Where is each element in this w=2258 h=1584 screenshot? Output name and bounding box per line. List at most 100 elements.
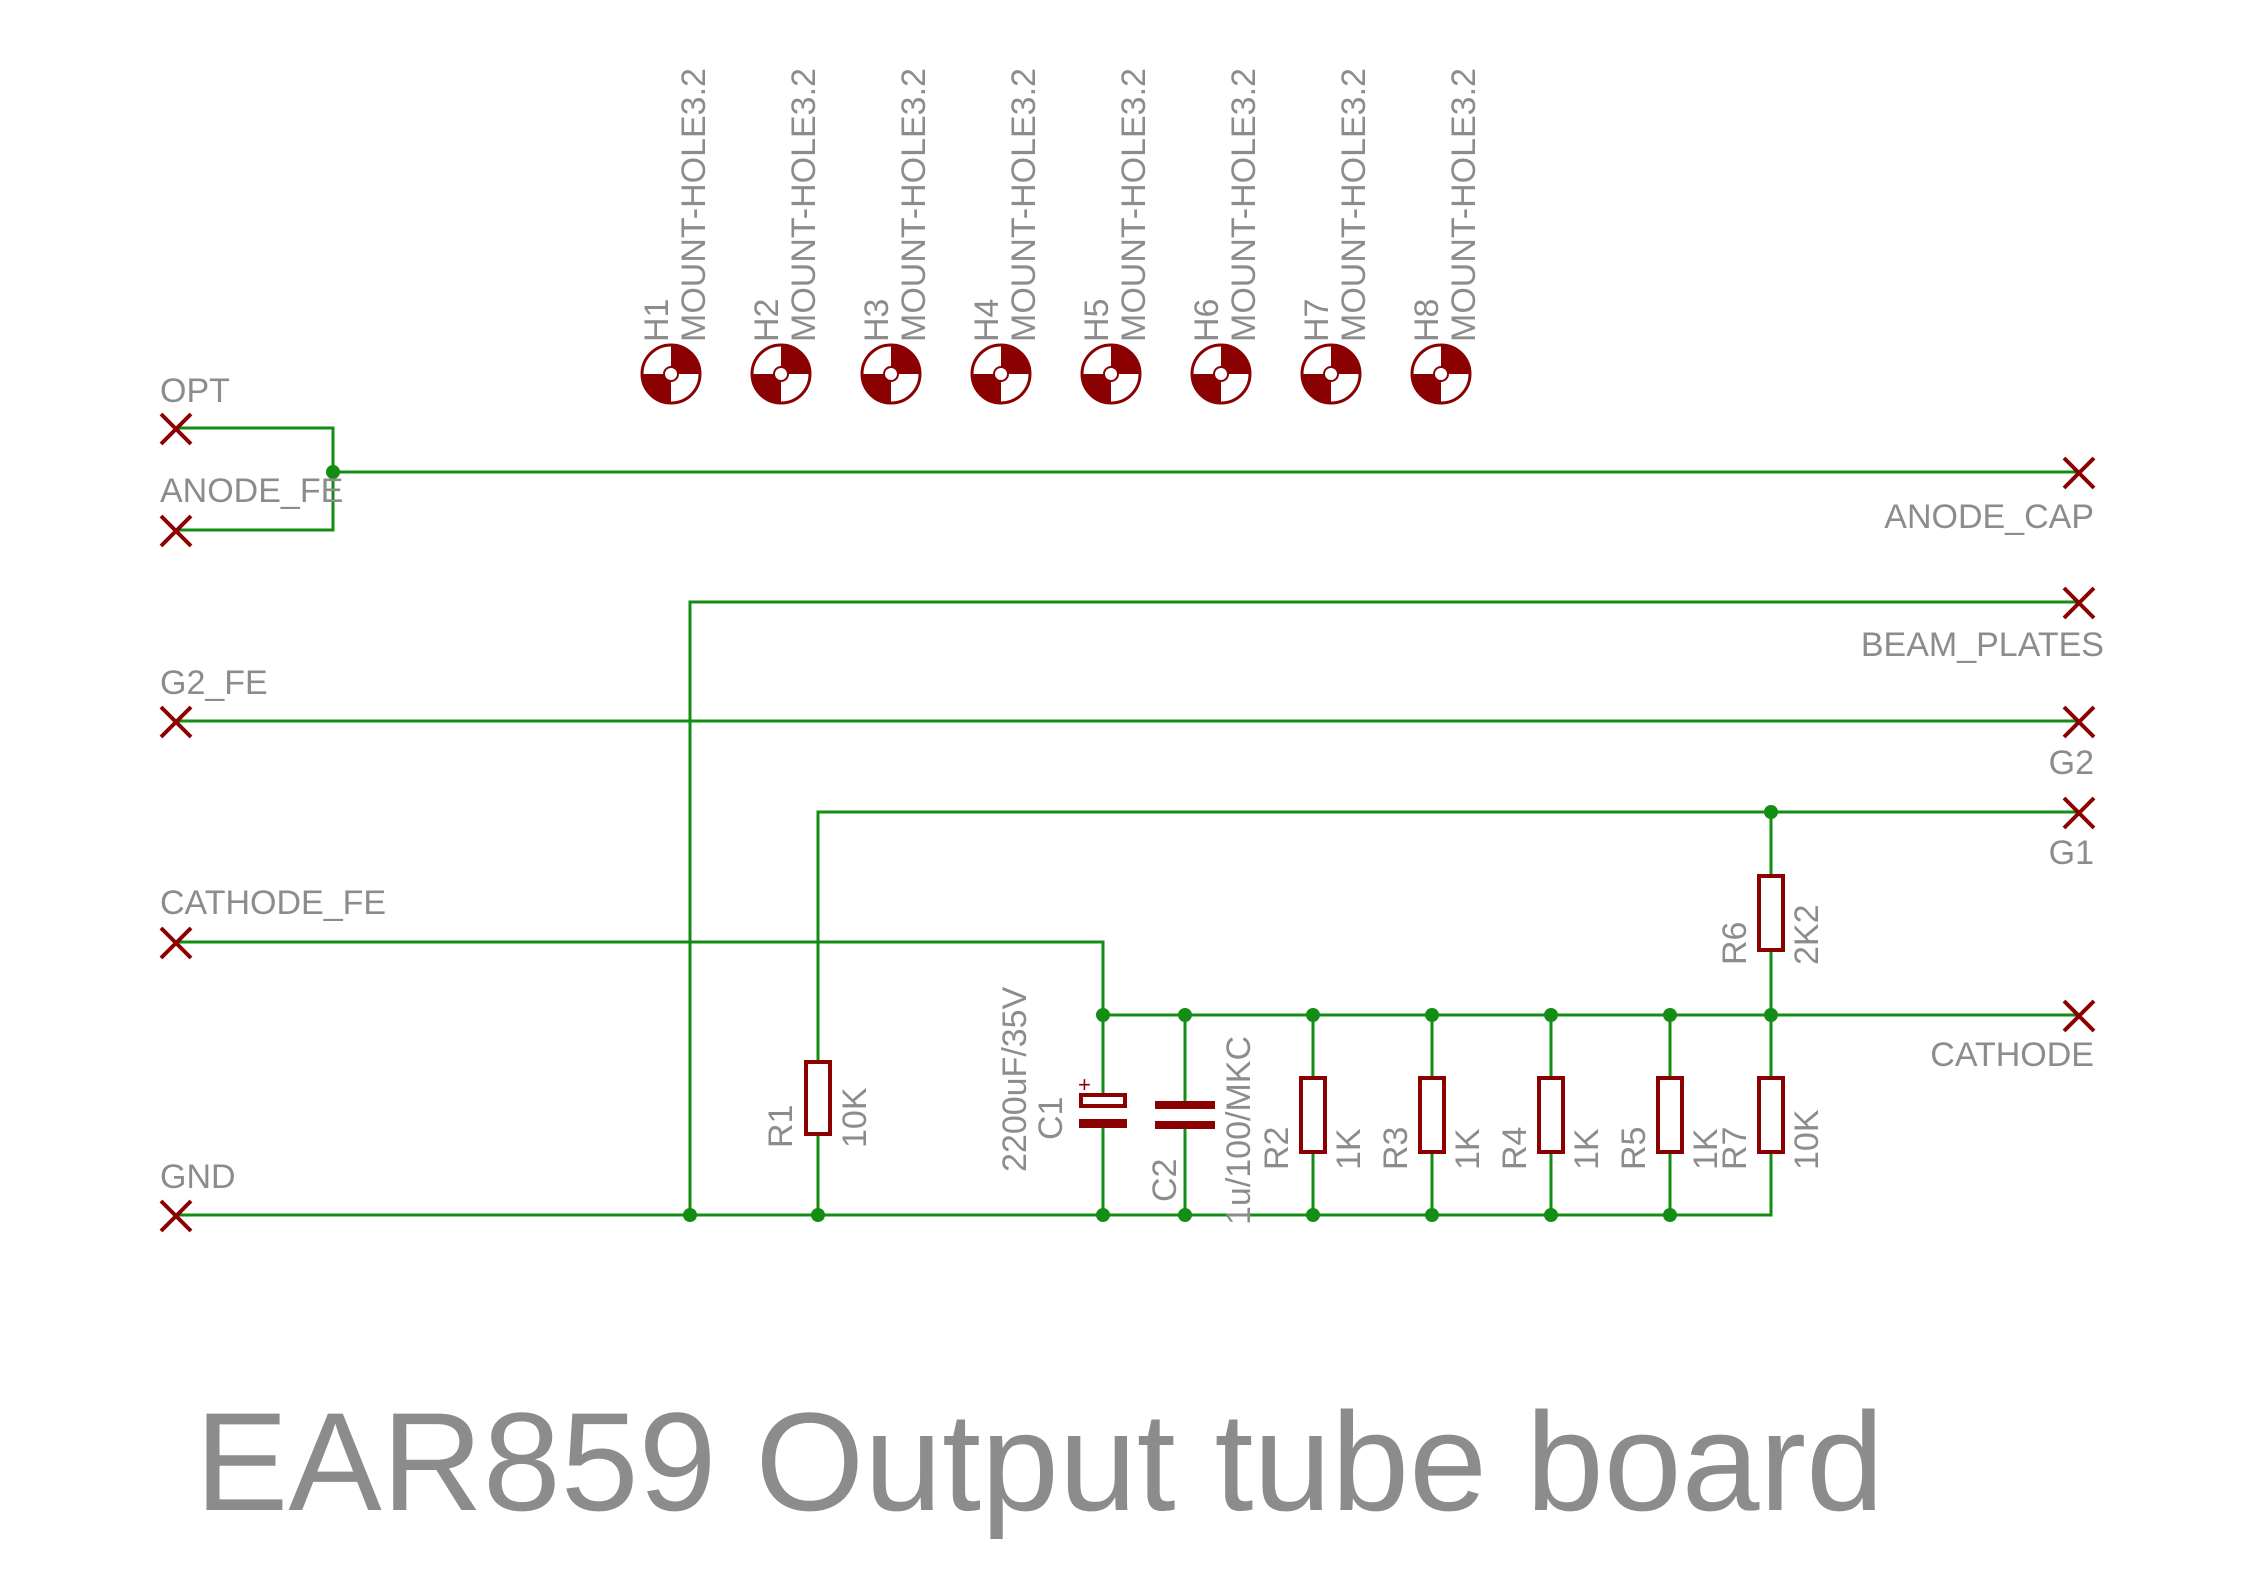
mount-hole-ref: H4 — [968, 299, 1006, 342]
resistor-r1: R1 10K — [762, 1060, 874, 1148]
r3-value: 1K — [1449, 1128, 1487, 1170]
wire-gnd — [175, 1152, 1773, 1217]
junction-dot — [1663, 1208, 1677, 1222]
wire-anode-fe — [175, 472, 335, 532]
port-label-gnd: GND — [160, 1158, 236, 1196]
wire-opt — [175, 426, 335, 472]
c1-value: 2200uF/35V — [996, 986, 1034, 1172]
junction-dot — [1764, 1008, 1778, 1022]
mount-hole-ref: H8 — [1408, 299, 1446, 342]
capacitor-c1: + 2200uF/35V C1 — [996, 986, 1127, 1172]
r1-ref: R1 — [762, 1105, 800, 1148]
mount-hole-icon — [970, 343, 1032, 405]
resistor-r6: R6 2K2 — [1716, 874, 1826, 966]
junction-dot — [1306, 1208, 1320, 1222]
c2-value: 1u/100/MKC — [1220, 1036, 1258, 1225]
mount-hole-value: MOUNT-HOLE3.2 — [1005, 68, 1043, 342]
r7-value: 10K — [1788, 1109, 1826, 1170]
port-g1-cross — [2062, 796, 2096, 830]
c1-polarity: + — [1078, 1072, 1091, 1097]
r6-value: 2K2 — [1788, 905, 1826, 966]
r2-ref: R2 — [1258, 1127, 1296, 1170]
r5-value: 1K — [1687, 1128, 1725, 1170]
r1-value: 10K — [836, 1087, 874, 1148]
mount-hole-icon — [1410, 343, 1472, 405]
resistor-r5: R5 1K — [1615, 1076, 1725, 1170]
r7-ref: R7 — [1716, 1127, 1754, 1170]
wire-beam-plates — [688, 600, 2080, 1215]
port-label-opt: OPT — [160, 372, 230, 410]
mount-hole-value: MOUNT-HOLE3.2 — [1335, 68, 1373, 342]
c1-ref: C1 — [1032, 1097, 1070, 1140]
mount-hole-icon — [640, 343, 702, 405]
junctions — [326, 465, 1778, 1222]
port-label-beam-plates: BEAM_PLATES — [1861, 626, 2104, 664]
port-anode-fe-cross — [159, 514, 193, 548]
junction-dot — [811, 1208, 825, 1222]
junction-dot — [1096, 1008, 1110, 1022]
mount-hole-ref: H6 — [1188, 299, 1226, 342]
port-cathode-fe-cross — [159, 926, 193, 960]
r4-ref: R4 — [1496, 1127, 1534, 1170]
resistor-r7: R7 10K — [1716, 1076, 1826, 1170]
port-label-cathode-fe: CATHODE_FE — [160, 884, 386, 922]
port-label-anode-cap: ANODE_CAP — [1884, 498, 2094, 536]
mount-hole-icon — [860, 343, 922, 405]
junction-dot — [1306, 1008, 1320, 1022]
mount-hole-value: MOUNT-HOLE3.2 — [1445, 68, 1483, 342]
port-g2-fe-cross — [159, 705, 193, 739]
junction-dot — [683, 1208, 697, 1222]
resistor-r2: R2 1K — [1258, 1076, 1368, 1170]
junction-dot — [1544, 1208, 1558, 1222]
port-g2-cross — [2062, 705, 2096, 739]
port-beam-plates-cross — [2062, 586, 2096, 620]
port-label-g2: G2 — [2049, 744, 2094, 782]
r5-ref: R5 — [1615, 1127, 1653, 1170]
mount-hole-value: MOUNT-HOLE3.2 — [785, 68, 823, 342]
mount-hole-ref: H7 — [1298, 299, 1336, 342]
port-label-anode-fe: ANODE_FE — [160, 472, 343, 510]
port-label-g2-fe: G2_FE — [160, 664, 268, 702]
mount-hole-value: MOUNT-HOLE3.2 — [895, 68, 933, 342]
mount-hole-icon — [750, 343, 812, 405]
ports — [159, 412, 2096, 1233]
mount-hole-ref: H1 — [638, 299, 676, 342]
mount-hole-value: MOUNT-HOLE3.2 — [1225, 68, 1263, 342]
mount-hole-icon — [1080, 343, 1142, 405]
mount-hole-icon — [1300, 343, 1362, 405]
mount-hole-value: MOUNT-HOLE3.2 — [675, 68, 713, 342]
capacitor-c2: C2 1u/100/MKC — [1146, 1036, 1258, 1225]
r6-ref: R6 — [1716, 922, 1754, 965]
mount-hole-ref: H5 — [1078, 299, 1116, 342]
junction-dot — [1764, 805, 1778, 819]
c2-ref: C2 — [1146, 1159, 1184, 1202]
r4-value: 1K — [1568, 1128, 1606, 1170]
board-title: EAR859 Output tube board — [195, 1383, 1884, 1540]
junction-dot — [1425, 1008, 1439, 1022]
junction-dot — [1178, 1008, 1192, 1022]
wire-cathode-fe — [175, 940, 1105, 1015]
resistor-r4: R4 1K — [1496, 1076, 1606, 1170]
wires — [175, 426, 2080, 1217]
junction-dot — [1178, 1208, 1192, 1222]
port-anode-cap-cross — [2062, 456, 2096, 490]
port-cathode-cross — [2062, 999, 2096, 1033]
port-gnd-cross — [159, 1199, 193, 1233]
junction-dot — [1425, 1208, 1439, 1222]
port-label-cathode: CATHODE — [1930, 1036, 2094, 1074]
mount-hole-ref: H2 — [748, 299, 786, 342]
junction-dot — [1663, 1008, 1677, 1022]
mount-hole-ref: H3 — [858, 299, 896, 342]
port-labels: OPT ANODE_FE G2_FE CATHODE_FE GND ANODE_… — [160, 372, 2104, 1196]
mount-hole-icon — [1190, 343, 1252, 405]
port-opt-cross — [159, 412, 193, 446]
junction-dot — [1096, 1208, 1110, 1222]
junction-dot — [326, 465, 340, 479]
r2-value: 1K — [1330, 1128, 1368, 1170]
mount-hole-value: MOUNT-HOLE3.2 — [1115, 68, 1153, 342]
wire-g1 — [816, 810, 2080, 1062]
junction-dot — [1544, 1008, 1558, 1022]
port-label-g1: G1 — [2049, 834, 2094, 872]
